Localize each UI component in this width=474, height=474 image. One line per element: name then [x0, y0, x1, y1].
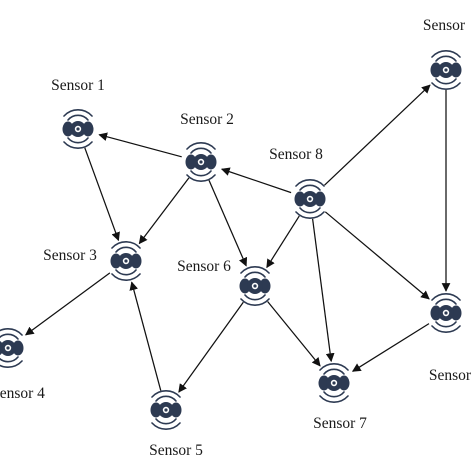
node-label-s9: Sensor — [423, 17, 466, 34]
wireless-sensor-icon — [0, 328, 25, 368]
wireless-sensor-icon — [109, 241, 143, 281]
labels-layer: Sensor 1 Sensor 2 Sensor 3 Sensor 4 Sensor 5… — [0, 17, 472, 459]
edge-s6-to-s7 — [267, 301, 321, 367]
node-label-s7: Sensor 7 — [313, 415, 367, 432]
node-label-s3: Sensor 3 — [43, 247, 97, 264]
node-label-s5: Sensor 5 — [149, 442, 203, 459]
node-label-s4: Sensor 4 — [0, 385, 45, 402]
wireless-sensor-icon — [429, 293, 463, 333]
edge-s8-to-s6 — [266, 215, 300, 269]
edge-s8-to-s9 — [324, 84, 431, 186]
edge-s3-to-s4 — [24, 272, 111, 336]
nodes-layer — [0, 50, 463, 430]
node-label-s2: Sensor 2 — [180, 111, 234, 128]
edge-s8-to-s7 — [311, 218, 335, 363]
edge-s8-to-s10 — [324, 211, 430, 300]
wireless-sensor-icon — [238, 266, 272, 306]
node-label-s1: Sensor 1 — [51, 77, 105, 94]
edge-s5-to-s3 — [129, 281, 162, 391]
edge-s2-to-s3 — [138, 177, 190, 245]
wireless-sensor-icon — [429, 50, 463, 90]
node-label-s8: Sensor 8 — [269, 146, 323, 163]
node-label-s6: Sensor 6 — [177, 258, 231, 275]
wireless-sensor-icon — [317, 363, 351, 403]
edge-s2-to-s6 — [208, 180, 248, 267]
edge-s1-to-s3 — [84, 147, 120, 242]
edges-layer — [24, 84, 451, 393]
edge-s8-to-s2 — [220, 167, 292, 194]
edge-s2-to-s1 — [98, 132, 182, 158]
wireless-sensor-icon — [293, 179, 327, 219]
wireless-sensor-icon — [184, 142, 218, 182]
wireless-sensor-icon — [61, 109, 95, 149]
node-label-s10: Sensor — [429, 367, 472, 384]
edge-s10-to-s7 — [351, 323, 430, 372]
wireless-sensor-icon — [149, 390, 183, 430]
edge-s6-to-s5 — [178, 301, 244, 393]
